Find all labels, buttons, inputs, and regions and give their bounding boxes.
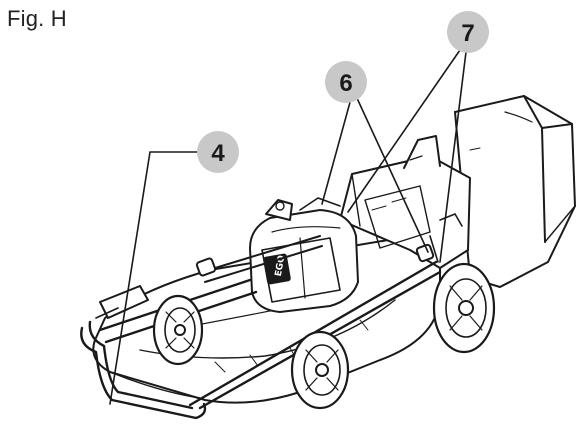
callout-7: 7: [447, 11, 489, 53]
battery-compartment: EGO: [250, 200, 358, 312]
callout-label-7: 7: [461, 20, 474, 47]
callout-label-4: 4: [211, 140, 225, 167]
front-left-wheel: [154, 296, 202, 364]
rear-right-wheel: [434, 264, 494, 352]
callout-label-6: 6: [339, 70, 352, 97]
callout-4: 4: [197, 131, 239, 173]
front-right-wheel: [292, 332, 348, 408]
callout-6: 6: [325, 61, 367, 103]
grass-bag: [455, 96, 575, 287]
